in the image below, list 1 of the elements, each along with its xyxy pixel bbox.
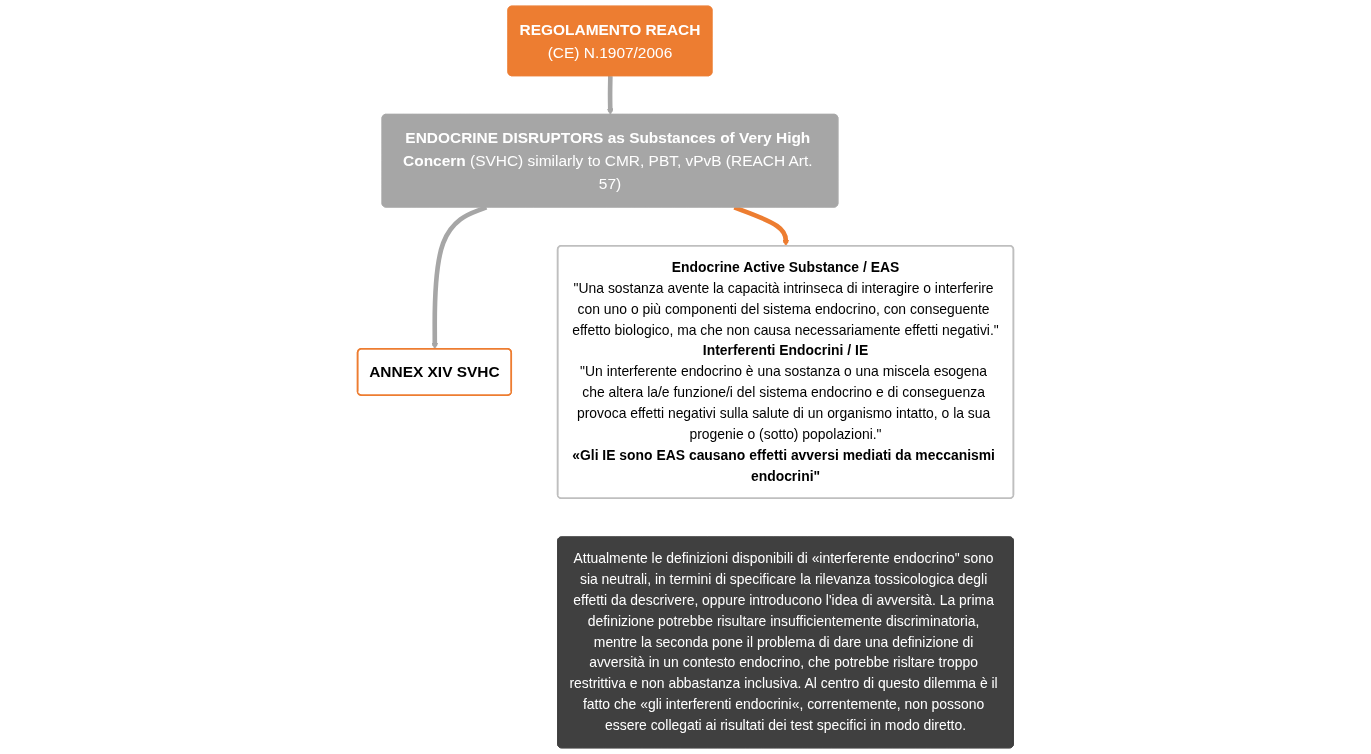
arrow (606, 76, 614, 116)
